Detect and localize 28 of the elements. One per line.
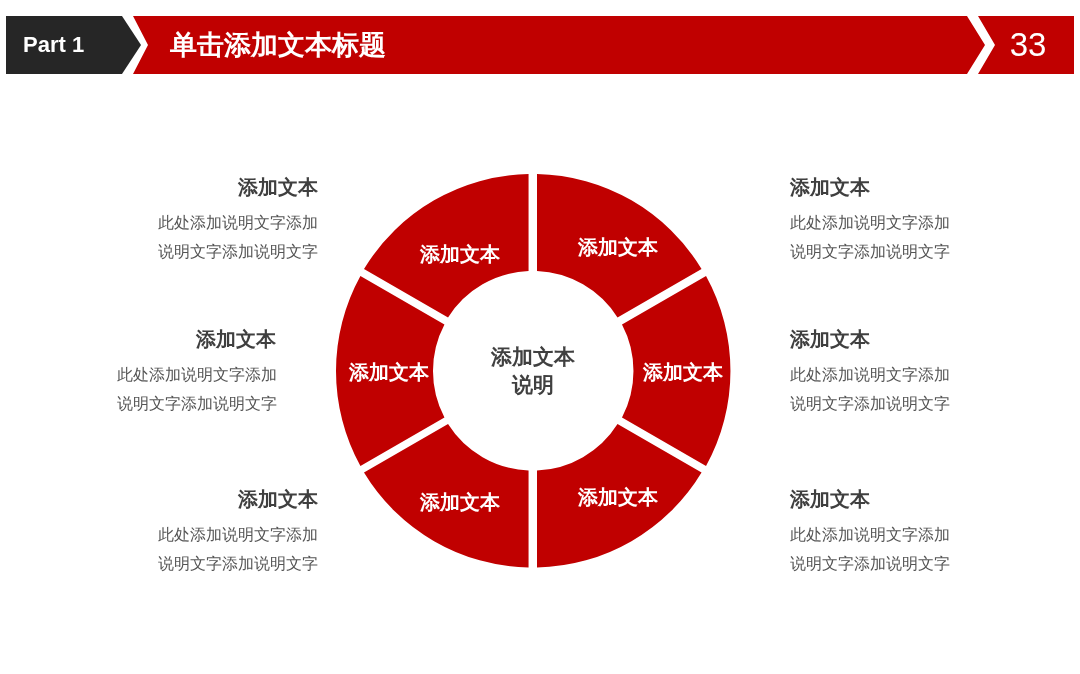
ring-segment	[621, 275, 730, 466]
item-heading: 添加文本	[790, 327, 870, 351]
segment-label: 添加文本	[578, 485, 658, 510]
item-heading: 添加文本	[238, 487, 318, 511]
item-description: 此处添加说明文字添加说明文字添加说明文字	[116, 364, 277, 414]
segment-label: 添加文本	[349, 360, 429, 385]
item-description: 此处添加说明文字添加说明文字添加说明文字	[790, 364, 951, 414]
item-heading: 添加文本	[790, 487, 870, 511]
item-description: 此处添加说明文字添加说明文字添加说明文字	[157, 524, 318, 574]
page-number: 33	[1009, 25, 1047, 65]
item-heading: 添加文本	[196, 327, 276, 351]
segment-label: 添加文本	[643, 360, 723, 385]
ring-segment	[364, 424, 529, 568]
item-heading: 添加文本	[238, 175, 318, 199]
ring-segment	[537, 424, 702, 568]
item-heading: 添加文本	[790, 175, 870, 199]
slide-title: 单击添加文本标题	[170, 28, 386, 62]
part-label: Part 1	[23, 31, 85, 59]
segment-label: 添加文本	[420, 490, 500, 515]
ring-segment	[537, 174, 702, 318]
center-label: 添加文本说明	[486, 343, 580, 399]
ring-segment	[364, 174, 529, 318]
segment-label: 添加文本	[578, 235, 658, 260]
item-description: 此处添加说明文字添加说明文字添加说明文字	[157, 212, 318, 262]
item-description: 此处添加说明文字添加说明文字添加说明文字	[790, 212, 951, 262]
item-description: 此处添加说明文字添加说明文字添加说明文字	[790, 524, 951, 574]
ring-segment	[336, 275, 445, 466]
segment-label: 添加文本	[420, 242, 500, 267]
